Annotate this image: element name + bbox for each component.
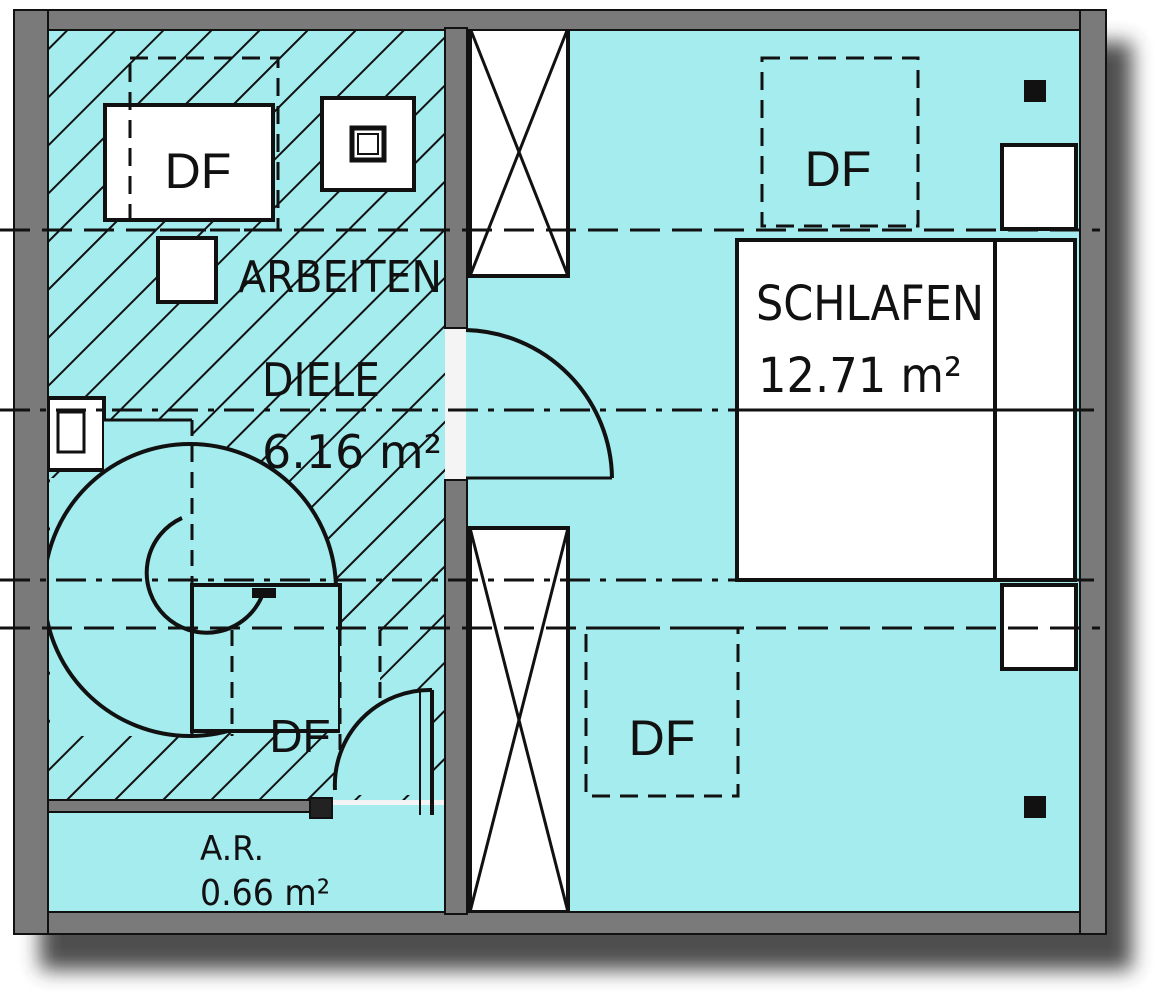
right-room-windows	[584, 56, 1046, 818]
window-label-lower-left: DF	[269, 710, 330, 762]
ventilation-shafts	[468, 26, 570, 914]
door-swing	[465, 328, 614, 480]
window-label-top-left: DF	[165, 143, 232, 199]
window-label-top-right: DF	[805, 141, 872, 197]
room-name-arbeiten: ARBEITEN	[238, 252, 442, 303]
room-name-diele: DIELE	[262, 353, 380, 407]
room-area-diele: 6.16 m²	[262, 425, 442, 479]
room-area-ar: 0.66 m²	[200, 873, 330, 914]
diele-fixtures	[46, 56, 416, 472]
grid-lines	[0, 228, 1100, 630]
room-name-ar: A.R.	[200, 829, 264, 869]
floor-ar	[48, 805, 445, 912]
spiral-stair	[48, 418, 342, 738]
window-label-bottom-right: DF	[629, 710, 696, 766]
lower-left-window	[332, 630, 434, 815]
room-area-schlafen: 12.71 m²	[758, 348, 962, 404]
room-name-schlafen: SCHLAFEN	[756, 276, 984, 332]
walls	[13, 9, 1107, 935]
